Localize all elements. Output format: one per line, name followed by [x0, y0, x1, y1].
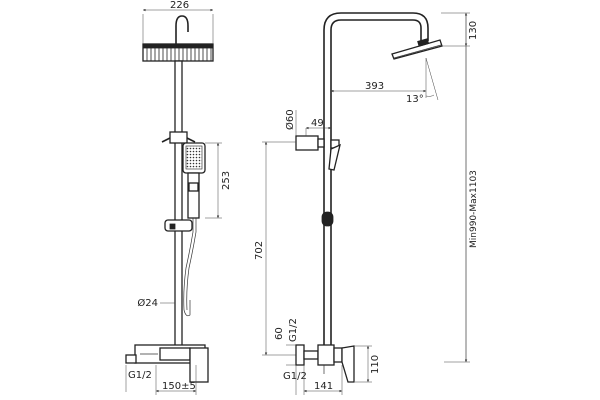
dim-head-drop: 130: [468, 21, 479, 40]
front-head-nozzles: [146, 48, 212, 61]
front-handheld-handle: [187, 172, 200, 219]
dim-inlet-left: G1/2: [128, 370, 152, 381]
dim-bracket-offset: 49: [311, 118, 324, 129]
dim-handheld-height: 253: [221, 171, 232, 190]
dim-reach: 393: [365, 81, 384, 92]
front-upper-bracket: [169, 131, 188, 144]
front-shower-head-top: [142, 43, 214, 49]
side-view: 130 393 13° Ø60 49 702 Min990-Max1103: [254, 12, 479, 395]
side-upper-bracket: [295, 135, 319, 151]
front-top-arm: [175, 15, 189, 44]
dim-mixer-size: 60: [274, 327, 285, 340]
dim-angle: 13°: [406, 94, 424, 105]
side-handheld-holder: [328, 143, 341, 171]
dim-bracket-diameter: Ø60: [284, 109, 296, 130]
dim-pipe-length: 702: [254, 241, 265, 260]
side-mixer-lever: [341, 345, 355, 383]
dim-inlet-bottom: G1/2: [283, 371, 307, 382]
dim-total-height: Min990-Max1103: [469, 170, 479, 248]
front-handheld-mesh: [185, 145, 203, 170]
front-view: 226 253 Ø24 G1/2: [125, 0, 232, 395]
front-hose: [183, 218, 194, 311]
side-mixer-body: [317, 344, 335, 366]
side-diverter-knob: [321, 211, 334, 227]
dim-depth: 141: [314, 381, 333, 392]
dim-inlet-mid: G1/2: [288, 318, 299, 342]
dim-spacing: 150±5: [162, 381, 196, 392]
front-slide-bar: [164, 219, 193, 232]
side-wall-flange: [295, 344, 305, 366]
side-gooseneck: [323, 12, 429, 355]
dim-head-width: 226: [170, 0, 189, 11]
side-inlet-pipe: [303, 350, 319, 360]
front-main-pipe: [174, 60, 183, 347]
dim-mixer-height: 110: [370, 355, 381, 374]
dim-pipe-diameter: Ø24: [137, 297, 158, 309]
front-mixer-spout: [189, 347, 209, 383]
